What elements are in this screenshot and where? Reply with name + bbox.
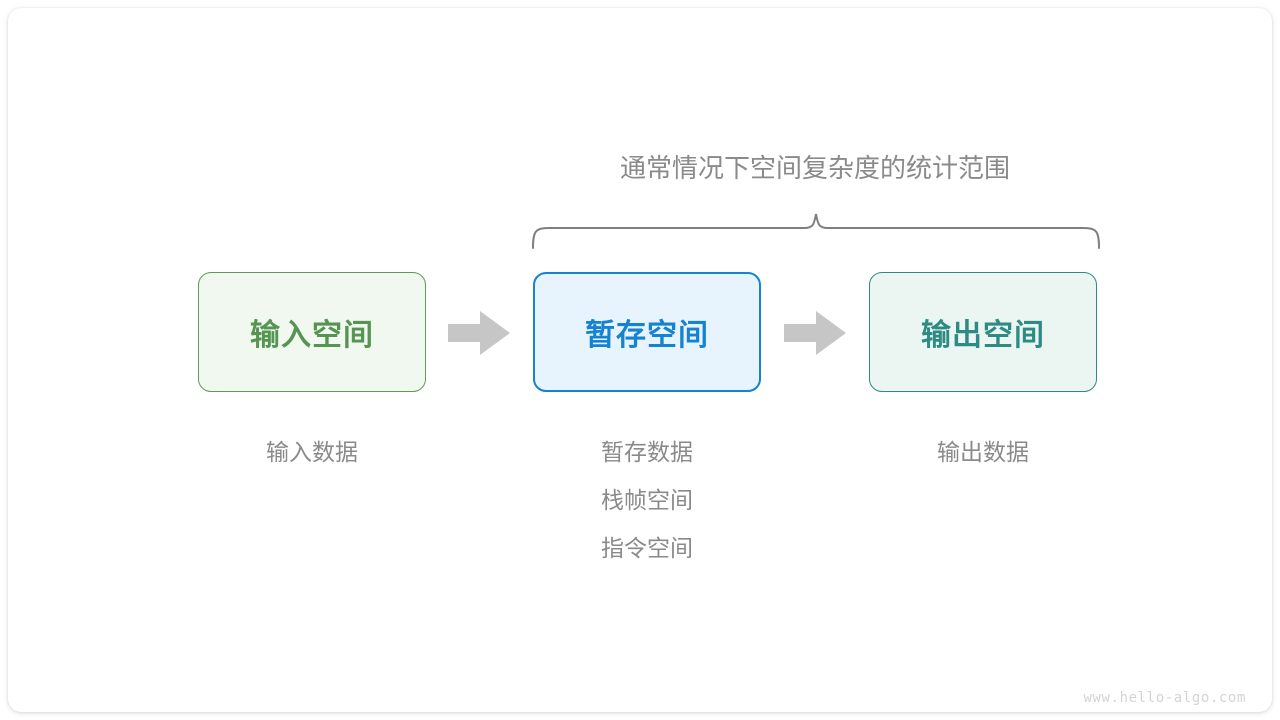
caption-suffix: 的统计范围 bbox=[880, 153, 1011, 183]
arrow-right-icon bbox=[448, 311, 510, 355]
caption-emphasis: 空间复杂度 bbox=[749, 153, 880, 183]
curly-brace-icon bbox=[532, 213, 1100, 249]
box-input-space-label: 输入空间 bbox=[250, 319, 374, 352]
box-temp-space-label: 暂存空间 bbox=[585, 319, 709, 352]
box-output-space-label: 输出空间 bbox=[921, 319, 1045, 352]
arrow-right-icon bbox=[784, 311, 846, 355]
diagram-card: 通常情况下空间复杂度的统计范围 输入空间 暂存空间 输出空间 输入数据 暂存数据 bbox=[8, 8, 1272, 712]
box-output-space[interactable]: 输出空间 bbox=[869, 272, 1097, 392]
label-item: 输入数据 bbox=[266, 439, 358, 465]
caption-prefix: 通常情况下 bbox=[619, 153, 750, 183]
diagram-canvas: 通常情况下空间复杂度的统计范围 输入空间 暂存空间 输出空间 输入数据 暂存数据 bbox=[8, 8, 1272, 712]
labels-output-space: 输出数据 bbox=[833, 428, 1133, 476]
labels-input-space: 输入数据 bbox=[162, 428, 462, 476]
label-item: 输出数据 bbox=[937, 439, 1029, 465]
box-input-space[interactable]: 输入空间 bbox=[198, 272, 426, 392]
box-temp-space[interactable]: 暂存空间 bbox=[533, 272, 761, 392]
watermark: www.hello-algo.com bbox=[1083, 690, 1246, 706]
label-item: 暂存数据 bbox=[601, 439, 693, 465]
labels-temp-space: 暂存数据 栈帧空间 指令空间 bbox=[497, 428, 797, 572]
label-item: 栈帧空间 bbox=[601, 487, 693, 513]
brace-caption: 通常情况下空间复杂度的统计范围 bbox=[532, 151, 1098, 185]
label-item: 指令空间 bbox=[601, 535, 693, 561]
